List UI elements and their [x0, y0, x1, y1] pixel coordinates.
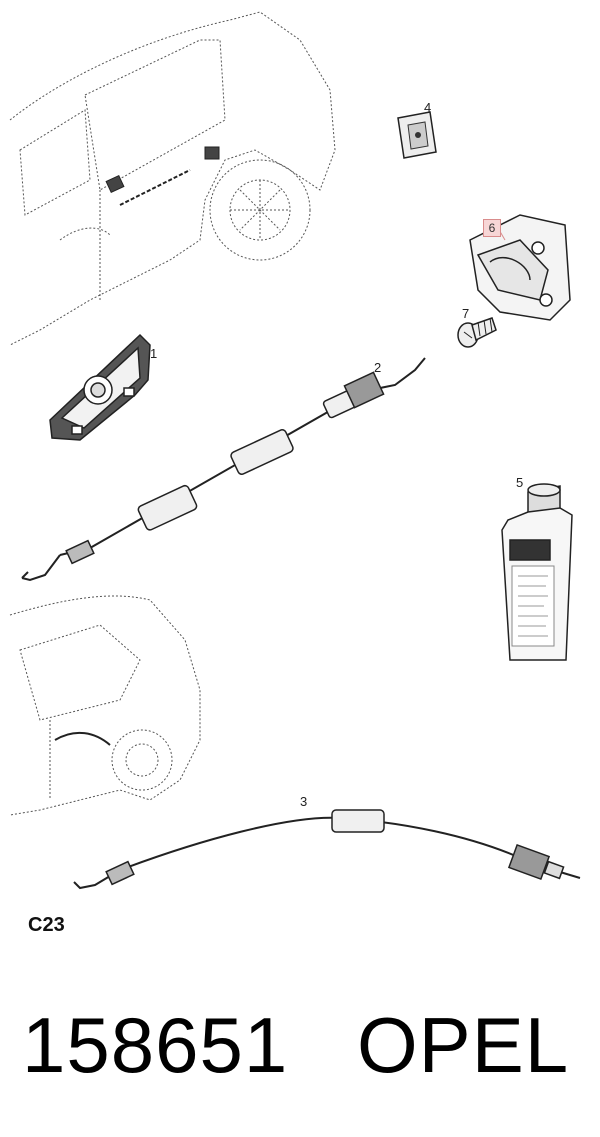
- car-rear-door-illustration: [9, 11, 336, 346]
- callout-1: 1: [150, 346, 157, 361]
- callout-3: 3: [300, 794, 307, 809]
- part-5-bottle: [501, 483, 573, 661]
- part-3-cable-sleeves: [105, 809, 565, 886]
- callout-7: 7: [462, 306, 469, 321]
- part-7-screw: [457, 317, 497, 348]
- callout-5: 5: [516, 475, 523, 490]
- parts-diagram: 4 7 1 2: [9, 11, 581, 890]
- part-4-pad: [397, 111, 437, 159]
- callout-2: 2: [374, 360, 381, 375]
- callout-6-highlighted: 6: [483, 219, 501, 237]
- part-3-cable: [73, 816, 581, 890]
- brand-name: OPEL: [357, 1001, 570, 1089]
- callout-4: 4: [424, 100, 431, 115]
- part-6-striker: [469, 214, 571, 321]
- part-1-handle-housing: [49, 333, 151, 441]
- section-code: C23: [28, 914, 65, 936]
- footer: 158651 OPEL: [22, 1000, 592, 1090]
- car-wagon-illustration: [9, 595, 201, 816]
- part-number: 158651: [22, 1001, 289, 1089]
- part-2-cable-sleeves: [65, 371, 385, 565]
- door-lock-rod: [105, 146, 220, 206]
